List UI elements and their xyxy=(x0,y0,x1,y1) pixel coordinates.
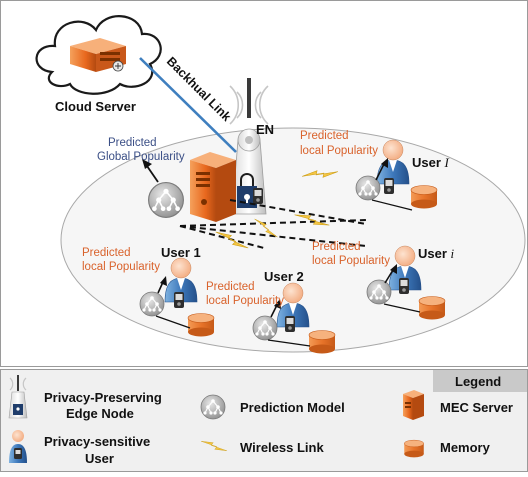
user-2-memory-icon xyxy=(308,330,336,354)
user-i-symbol: i xyxy=(451,246,455,261)
user-1: Predicted local Popularity User 1 xyxy=(82,245,215,337)
user-2-model-icon xyxy=(252,315,278,341)
legend-user-line1: Privacy-sensitive xyxy=(44,434,150,449)
user-1-pred-line2: local Popularity xyxy=(82,261,160,273)
edge-node-label: EN xyxy=(256,122,274,137)
legend-edge-node-line2: Edge Node xyxy=(66,406,134,421)
legend-user-line2: User xyxy=(85,451,114,466)
user-i-model-icon xyxy=(366,279,392,305)
global-arrow xyxy=(146,165,159,183)
user-I-symbol: I xyxy=(444,155,450,170)
legend: Legend Privacy-Preserving Edge Node Priv… xyxy=(0,369,528,472)
user-1-device-icon xyxy=(174,292,184,308)
legend-prediction-model: Prediction Model xyxy=(240,400,345,415)
legend-user-icon xyxy=(9,430,27,463)
backhaul-link-line xyxy=(139,57,237,153)
user-I-pred-line2: local Popularity xyxy=(300,145,378,157)
cloud-server-icon xyxy=(70,38,126,72)
legend-edge-node-icon xyxy=(8,375,28,419)
user-2-pred-line2: local Popularity xyxy=(206,295,284,307)
legend-edge-node-line1: Privacy-Preserving xyxy=(44,390,162,405)
pred-global-line2: Global Popularity xyxy=(97,151,185,163)
svg-text:User I: User I xyxy=(412,155,450,170)
global-prediction-model-icon xyxy=(147,181,185,219)
user-i-label: User xyxy=(418,246,447,261)
user-I-memory-icon xyxy=(410,185,438,209)
user-I-pred-line1: Predicted xyxy=(300,130,349,142)
edge-node-icon xyxy=(229,78,269,215)
user-1-pred-line1: Predicted xyxy=(82,247,131,259)
user-1-model-icon xyxy=(139,291,165,317)
user-i-memory-icon xyxy=(418,296,446,320)
user-i: Predicted local Popularity User i xyxy=(312,241,455,320)
user-I-device-icon xyxy=(384,178,394,194)
user-2-label: User 2 xyxy=(264,269,304,284)
legend-mec-server-icon xyxy=(403,390,424,420)
user-I-label: User xyxy=(412,155,441,170)
user-i-pred-line1: Predicted xyxy=(312,241,361,253)
user-2-pred-line1: Predicted xyxy=(206,281,255,293)
legend-memory: Memory xyxy=(440,440,491,455)
legend-title-bg xyxy=(433,370,527,392)
user-I: Predicted local Popularity User I xyxy=(300,130,450,211)
legend-wireless-link: Wireless Link xyxy=(240,440,324,455)
legend-prediction-model-icon xyxy=(200,394,226,420)
pred-global-line1: Predicted xyxy=(108,137,157,149)
user-i-device-icon xyxy=(399,278,409,294)
cloud-server-label: Cloud Server xyxy=(55,99,136,114)
mec-server-icon xyxy=(190,152,236,222)
user-1-label: User 1 xyxy=(161,245,201,260)
legend-mec-server: MEC Server xyxy=(440,400,513,415)
user-2: Predicted local Popularity User 2 xyxy=(206,269,336,354)
user-2-device-icon xyxy=(285,316,295,332)
svg-text:User i: User i xyxy=(418,246,455,261)
user-i-pred-line2: local Popularity xyxy=(312,255,390,267)
wireless-links xyxy=(179,199,367,249)
user-1-memory-icon xyxy=(187,313,215,337)
legend-title: Legend xyxy=(455,374,501,389)
cloud-icon xyxy=(35,15,162,95)
legend-memory-icon xyxy=(404,439,424,458)
